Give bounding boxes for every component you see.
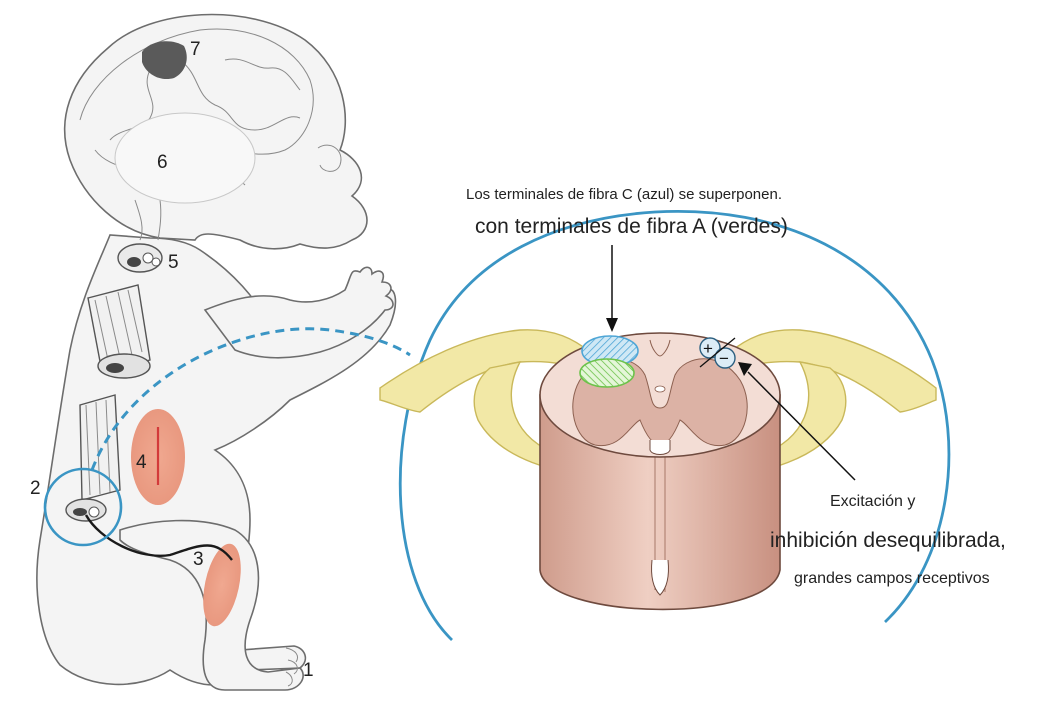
plus-sign: + — [703, 339, 713, 358]
label-7: 7 — [190, 39, 201, 60]
label-4: 4 — [136, 452, 147, 473]
caption-right-line-2: inhibición desequilibrada, — [770, 529, 1006, 552]
arrow-to-terminals — [606, 245, 618, 332]
label-1: 1 — [303, 660, 314, 681]
label-5: 5 — [168, 252, 179, 273]
minus-sign: − — [719, 349, 729, 368]
label-3: 3 — [193, 549, 204, 570]
caption-top-line-1: Los terminales de fibra C (azul) se supe… — [466, 186, 782, 203]
caption-right-line-3: grandes campos receptivos — [794, 570, 990, 587]
a-fiber-terminals — [580, 359, 634, 387]
label-2: 2 — [30, 478, 41, 499]
caption-right-line-1: Excitación y — [830, 493, 915, 510]
thalamus-region — [115, 113, 255, 203]
label-6: 6 — [157, 152, 168, 173]
caption-top-line-2: con terminales de fibra A (verdes) — [475, 215, 788, 238]
brainstem-segment — [118, 244, 162, 272]
